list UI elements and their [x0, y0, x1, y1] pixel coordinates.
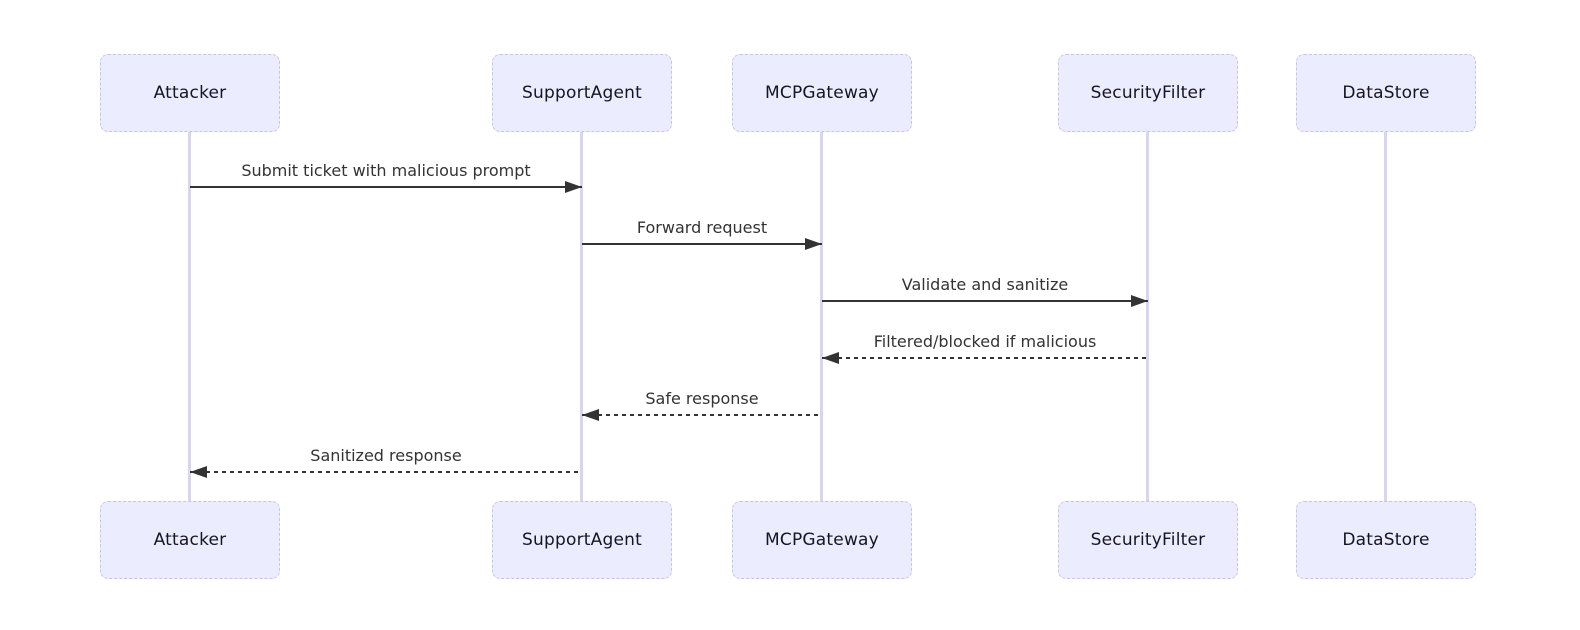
actor-box-attacker-top: Attacker [100, 54, 280, 132]
actor-box-securityfilter-bottom: SecurityFilter [1058, 501, 1238, 579]
actor-label-securityfilter: SecurityFilter [1090, 530, 1206, 550]
arrowhead-right-icon [1131, 295, 1148, 307]
actor-box-datastore-top: DataStore [1296, 54, 1476, 132]
actor-label-attacker: Attacker [153, 83, 227, 103]
lifeline-mcpgateway [820, 132, 823, 501]
message-line [190, 471, 582, 473]
arrowhead-right-icon [805, 238, 822, 250]
message-line [822, 357, 1148, 359]
arrowhead-left-icon [822, 352, 839, 364]
lifeline-supportagent [580, 132, 583, 501]
actor-label-datastore: DataStore [1342, 83, 1430, 103]
message-label: Submit ticket with malicious prompt [241, 161, 531, 180]
message-line [822, 300, 1148, 302]
message-label: Filtered/blocked if malicious [873, 332, 1097, 351]
lifeline-attacker [188, 132, 191, 501]
actor-label-mcpgateway: MCPGateway [765, 530, 879, 550]
arrowhead-left-icon [582, 409, 599, 421]
arrowhead-left-icon [190, 466, 207, 478]
actor-box-mcpgateway-bottom: MCPGateway [732, 501, 912, 579]
actor-label-datastore: DataStore [1342, 530, 1430, 550]
actor-label-attacker: Attacker [153, 530, 227, 550]
message-label: Sanitized response [310, 446, 462, 465]
actor-label-mcpgateway: MCPGateway [765, 83, 879, 103]
message-line [582, 243, 822, 245]
actor-box-datastore-bottom: DataStore [1296, 501, 1476, 579]
actor-box-mcpgateway-top: MCPGateway [732, 54, 912, 132]
actor-box-securityfilter-top: SecurityFilter [1058, 54, 1238, 132]
lifeline-securityfilter [1146, 132, 1149, 501]
actor-label-supportagent: SupportAgent [522, 530, 642, 550]
actor-label-securityfilter: SecurityFilter [1090, 83, 1206, 103]
actor-label-supportagent: SupportAgent [522, 83, 642, 103]
arrowhead-right-icon [565, 181, 582, 193]
lifeline-datastore [1384, 132, 1387, 501]
actor-box-attacker-bottom: Attacker [100, 501, 280, 579]
message-line [190, 186, 582, 188]
message-label: Validate and sanitize [901, 275, 1069, 294]
message-line [582, 414, 822, 416]
actor-box-supportagent-top: SupportAgent [492, 54, 672, 132]
message-label: Forward request [636, 218, 768, 237]
message-label: Safe response [645, 389, 759, 408]
actor-box-supportagent-bottom: SupportAgent [492, 501, 672, 579]
